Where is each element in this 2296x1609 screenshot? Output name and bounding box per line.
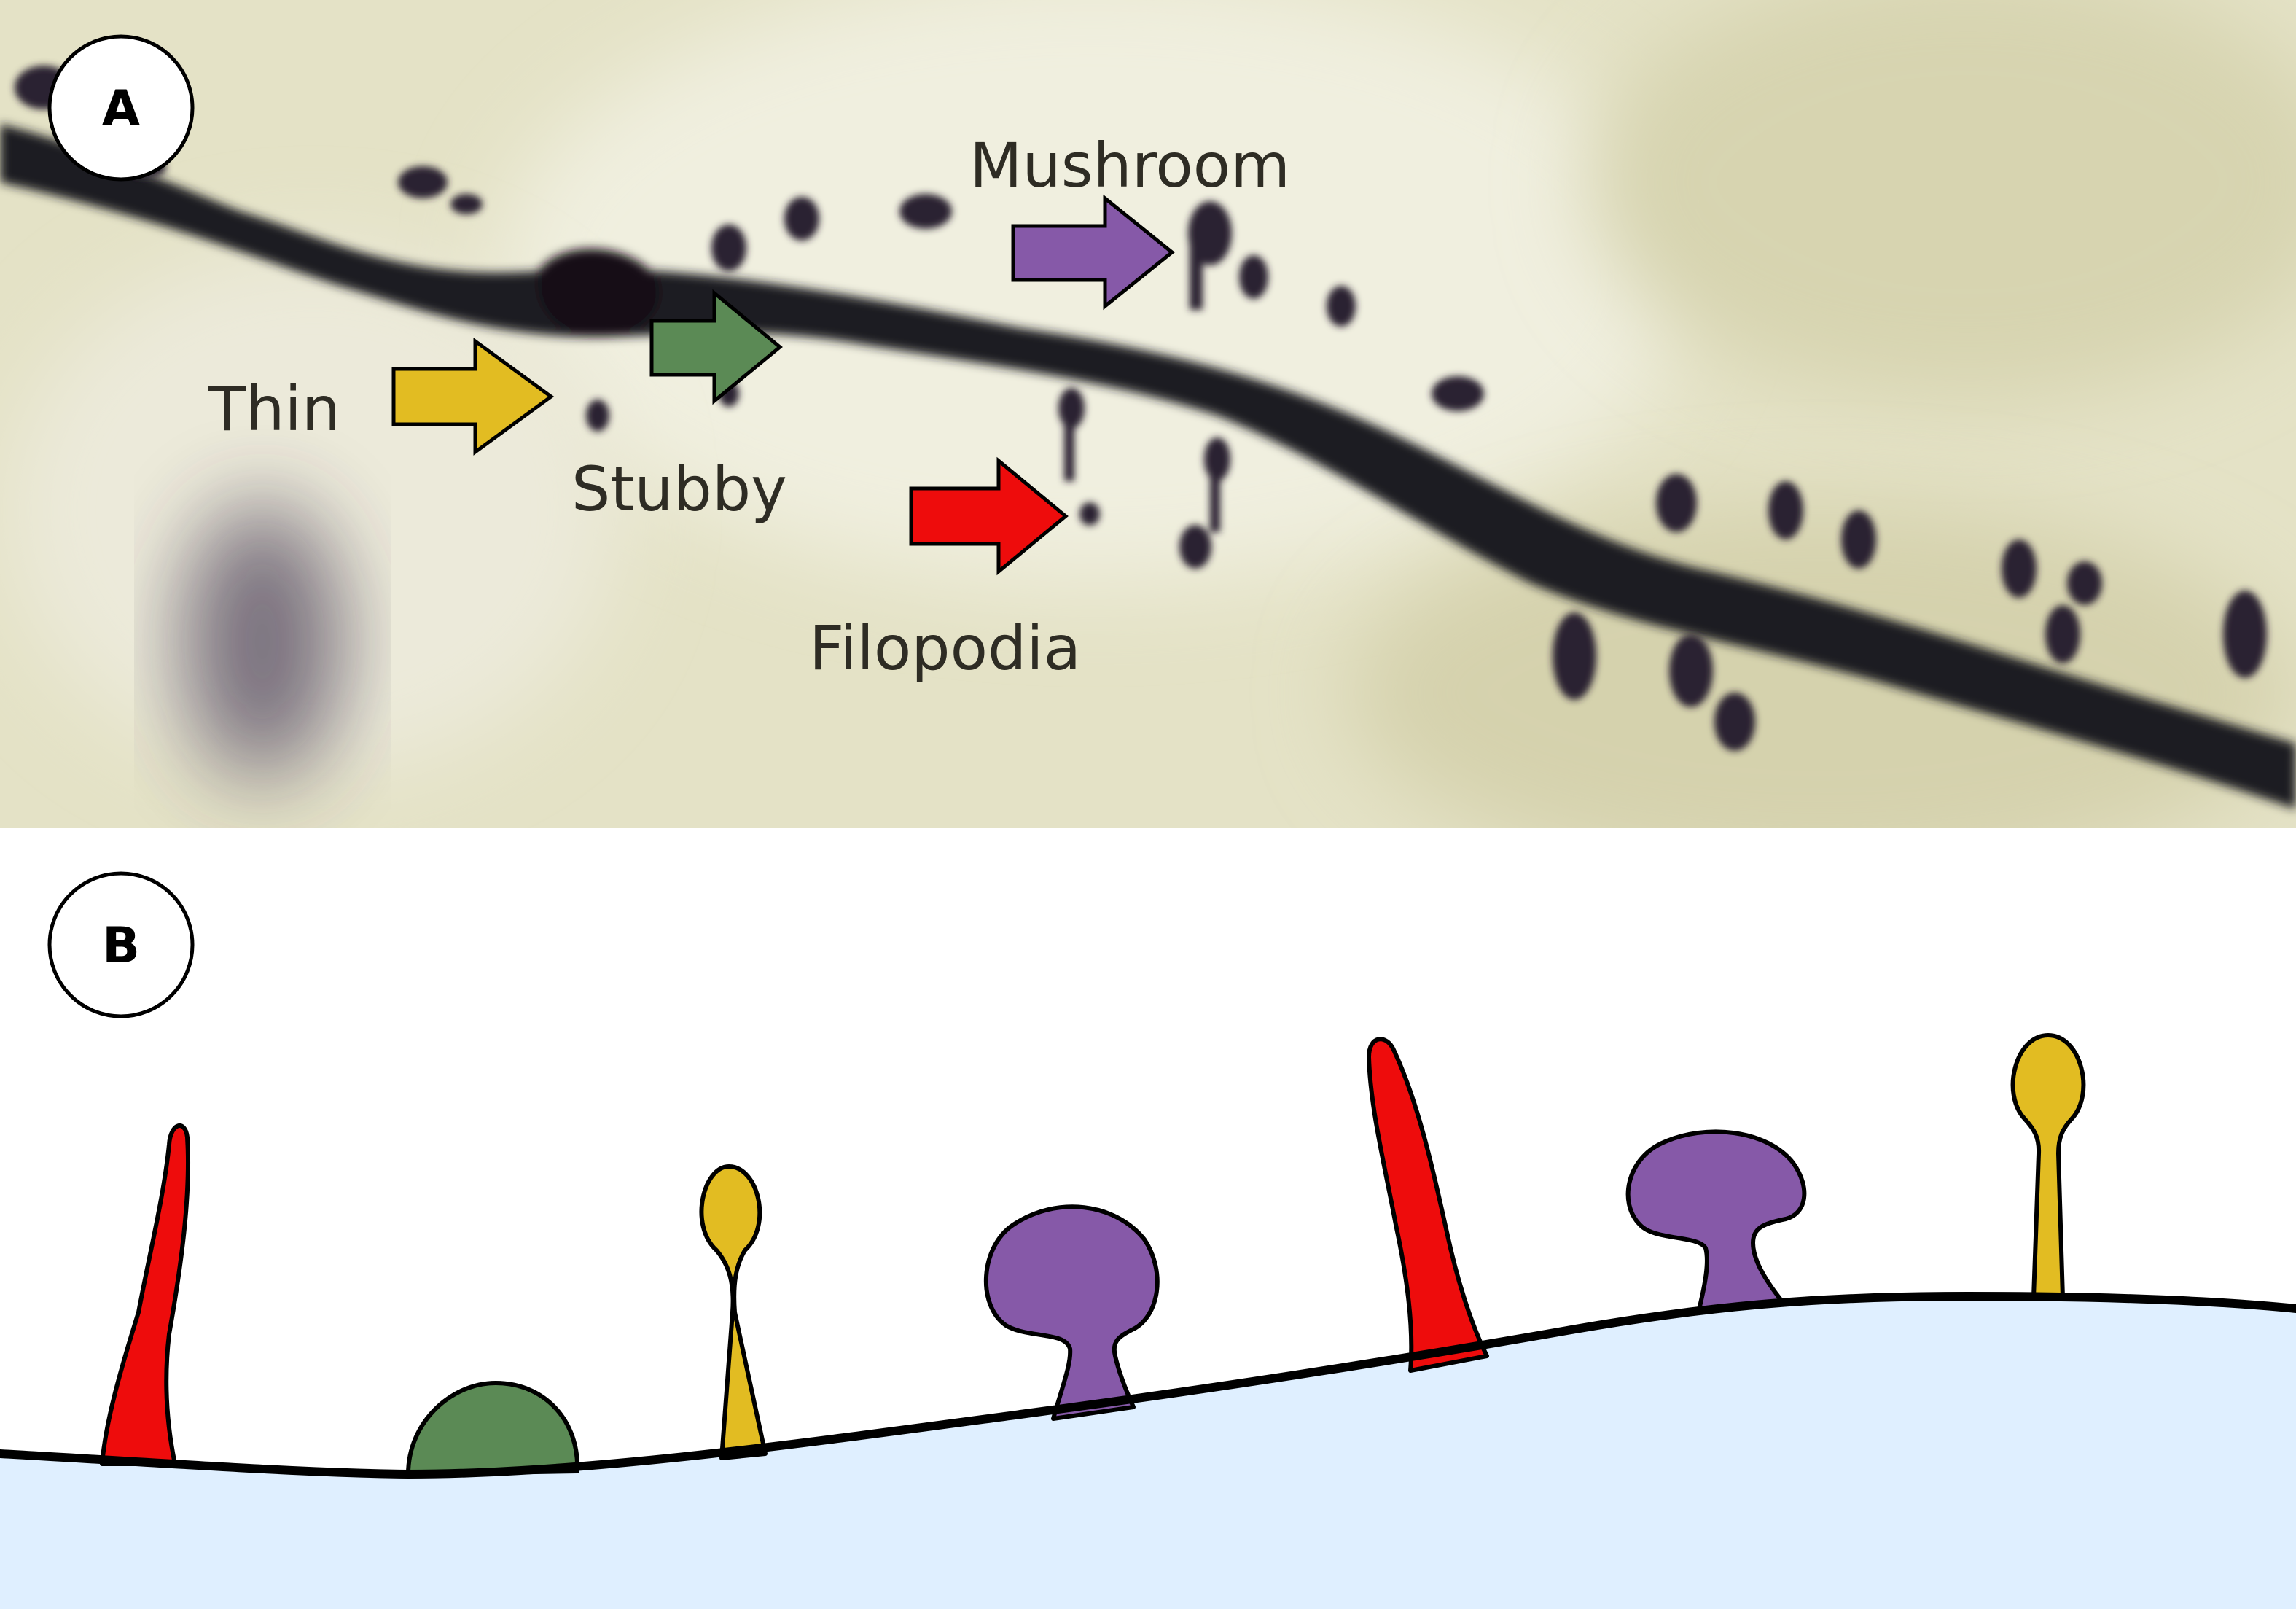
thin-spine — [2010, 1033, 2086, 1300]
stubby-label: Stubby — [571, 453, 787, 525]
thin-spine — [699, 1164, 768, 1460]
stubby-spine — [406, 1381, 580, 1476]
schematic-panel: B — [0, 828, 2296, 1609]
dendrite-membrane — [0, 1291, 2296, 1479]
dendrite-shaft — [0, 1296, 2296, 1609]
filopodium-spine — [100, 1123, 191, 1466]
micrograph-panel: A Thin Stubby Mushroom Filopodia — [0, 0, 2296, 828]
svg-text:A: A — [102, 80, 141, 138]
mushroom-spine — [983, 1204, 1160, 1421]
panel-a-label: A — [47, 34, 195, 182]
filopodia-arrow-icon — [909, 456, 1069, 576]
filopodia-label: Filopodia — [809, 612, 1081, 684]
micrograph-background — [0, 0, 2296, 828]
svg-text:B: B — [102, 917, 140, 975]
stubby-arrow-icon — [649, 289, 783, 405]
mushroom-label: Mushroom — [969, 130, 1290, 201]
dendrite-micrograph — [0, 124, 2296, 809]
mushroom-spine — [1625, 1129, 1807, 1314]
panel-b-label: B — [47, 871, 195, 1018]
filopodium-spine — [1367, 1037, 1489, 1373]
mushroom-arrow-icon — [1011, 194, 1175, 311]
thin-arrow-icon — [391, 338, 555, 456]
thin-label: Thin — [208, 373, 340, 445]
